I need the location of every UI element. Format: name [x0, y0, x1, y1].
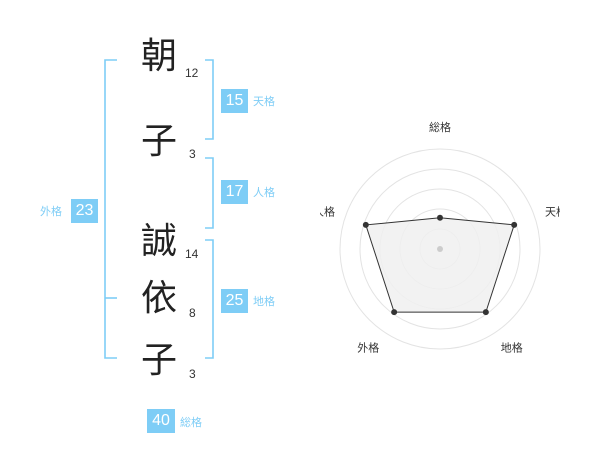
stroke-count-3: 14 [185, 247, 199, 261]
name-char-5: 子 [141, 340, 178, 381]
soukaku-value: 40 [147, 409, 175, 433]
name-char-1: 朝 [141, 36, 178, 77]
stroke-count-1: 12 [185, 66, 199, 80]
radar-ring-4 [359, 168, 521, 330]
radar-point-4 [391, 309, 398, 316]
radar-point-3 [482, 309, 489, 316]
soukaku-label: 総格 [180, 416, 202, 429]
chikaku-bracket [205, 239, 214, 359]
name-char-2: 子 [141, 121, 178, 162]
stroke-count-2: 3 [189, 147, 196, 161]
fortune-radar-chart: 総格天格地格 外格 人格 [320, 120, 560, 355]
radar-center [437, 246, 443, 252]
radar-axis-label-1: 総格 [429, 120, 451, 134]
radar-point-1 [437, 214, 443, 221]
gaikaku-label: 外格 [40, 205, 62, 218]
jinkaku-bracket [205, 157, 214, 229]
chikaku-label: 地格 [253, 295, 275, 308]
radar-axis-label-5: 人格 [320, 204, 335, 218]
radar-axis-label-3: 地格 [501, 341, 523, 355]
name-char-3: 誠 [141, 221, 178, 262]
stroke-count-4: 8 [189, 306, 196, 320]
radar-point-5 [362, 221, 369, 228]
gaikaku-bracket [104, 59, 117, 359]
name-char-4: 依 [141, 278, 178, 319]
chikaku-value: 25 [221, 289, 248, 313]
stroke-count-5: 3 [189, 367, 196, 381]
radar-axis-label-2: 天格 [545, 204, 560, 218]
radar-point-2 [511, 221, 518, 228]
jinkaku-value: 17 [221, 180, 248, 204]
radar-ring-5 [339, 148, 541, 350]
radar-axis-label-4: 外格 [357, 341, 379, 355]
jinkaku-label: 人格 [253, 186, 275, 199]
tenkaku-label: 天格 [253, 95, 275, 108]
radar-score-polygon [365, 217, 515, 313]
gaikaku-value: 23 [71, 199, 98, 223]
tenkaku-bracket [205, 59, 214, 140]
tenkaku-value: 15 [221, 89, 248, 113]
